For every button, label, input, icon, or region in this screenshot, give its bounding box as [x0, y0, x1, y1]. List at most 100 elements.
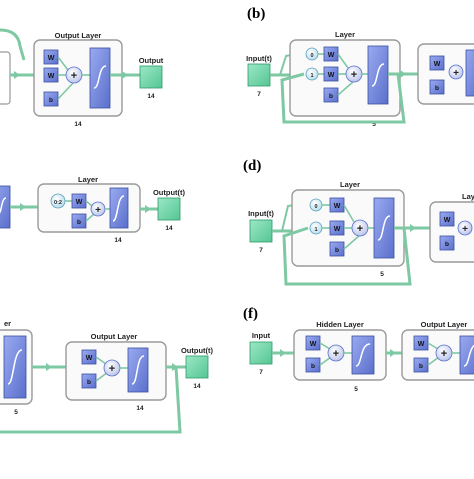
panel-b: (b) Input(t) 7 Layer 0 1 W W b + 5 W — [246, 6, 474, 128]
bias-label: b — [311, 363, 315, 370]
bias-label: b — [435, 85, 439, 92]
weight-label: W — [48, 73, 55, 80]
delay-label: 1 — [310, 73, 313, 79]
arrow-icon — [122, 71, 128, 79]
weight-label: W — [76, 199, 83, 206]
output-box — [139, 65, 163, 89]
transfer-function-box — [89, 47, 111, 109]
output-box — [185, 355, 209, 379]
layer-size: 14 — [136, 405, 144, 412]
layer-title-partial: er — [4, 319, 11, 328]
delay-label: 0:2 — [54, 200, 62, 206]
layer-size: 5 — [380, 271, 384, 278]
weight-label: W — [334, 203, 341, 210]
svg-text:+: + — [71, 70, 77, 82]
sigmoid-icon — [377, 215, 391, 241]
weight-box — [439, 211, 455, 227]
layer-size: 14 — [74, 121, 82, 128]
layer-title: Layer — [78, 175, 98, 184]
panel-label-b: (b) — [247, 6, 265, 22]
arrow-icon — [280, 349, 286, 357]
sigmoid-icon — [131, 355, 145, 385]
weight-label: W — [328, 72, 335, 79]
weight-label: W — [418, 341, 425, 348]
panel-e: er 5 Output Layer W b + 14 Output(t) 14 — [0, 319, 214, 434]
input-label: Input(t) — [248, 209, 274, 218]
svg-text:+: + — [453, 68, 459, 79]
feedback-connection — [282, 226, 412, 286]
bias-label: b — [329, 93, 333, 100]
sum-node-icon — [448, 64, 464, 80]
sigmoid-icon — [7, 349, 23, 385]
input-box — [249, 341, 273, 365]
transfer-function-box — [109, 187, 129, 229]
transfer-function-box — [459, 335, 474, 375]
hidden-layer-frame-partial — [0, 51, 11, 105]
svg-text:+: + — [441, 348, 447, 360]
feedback-connection — [280, 72, 406, 124]
weight-label: W — [86, 355, 93, 362]
arrow-icon — [172, 363, 178, 371]
bias-box — [439, 235, 455, 251]
layer2-title-partial: Lay — [462, 192, 474, 201]
sigmoid-icon — [355, 343, 371, 367]
bias-label: b — [77, 219, 81, 226]
sum-node-icon — [457, 220, 473, 236]
output-size: 14 — [147, 93, 155, 100]
transfer-function-box — [465, 49, 474, 97]
sigmoid-icon — [371, 63, 385, 87]
bias-label: b — [419, 363, 423, 370]
sigmoid-icon — [112, 195, 125, 222]
arrow-icon — [410, 224, 416, 232]
bias-label: b — [87, 379, 91, 386]
layer-title: Layer — [340, 180, 360, 189]
bias-label: b — [49, 97, 53, 104]
delay-label: 0 — [314, 204, 317, 210]
output-size: 14 — [165, 225, 173, 232]
bias-box — [429, 79, 445, 95]
panel-label-d: (d) — [243, 158, 261, 174]
input-size: 7 — [259, 247, 263, 254]
layer-size: 5 — [354, 386, 358, 393]
weight-label: W — [48, 55, 55, 62]
weight-label: W — [434, 61, 441, 68]
layer-size: 14 — [114, 237, 122, 244]
input-box — [247, 63, 271, 87]
bias-label: b — [445, 241, 449, 248]
arrow-icon — [14, 71, 20, 79]
weight-label: W — [444, 217, 451, 224]
svg-text:+: + — [95, 205, 101, 216]
panel-f: (f) Input 7 Hidden Layer W b + 5 Output … — [243, 306, 474, 393]
output-layer-title: Output Layer — [421, 320, 468, 329]
output-layer-title: Output Layer — [91, 332, 138, 341]
layer-title: Layer — [335, 30, 355, 39]
sigmoid-icon — [463, 344, 474, 367]
output-size: 14 — [193, 383, 201, 390]
feedback-connection — [0, 366, 182, 434]
svg-text:+: + — [351, 69, 357, 81]
bias-label: b — [335, 247, 339, 254]
arrow-icon — [145, 205, 151, 213]
delay-label: 1 — [314, 227, 317, 233]
svg-text:+: + — [462, 224, 468, 235]
layer-size: 5 — [14, 409, 18, 416]
transfer-function-box — [351, 335, 375, 375]
panel-c: Layer 0:2 W b + 14 Output(t) 14 — [0, 175, 186, 244]
arrow-icon — [400, 70, 406, 78]
arrow-icon — [20, 203, 26, 211]
input-size: 7 — [257, 91, 261, 98]
panel-label-f: (f) — [243, 306, 258, 322]
weight-label: W — [328, 52, 335, 59]
output-label: Output(t) — [153, 188, 186, 197]
transfer-function-box — [3, 335, 27, 399]
delay-label: 0 — [310, 53, 313, 59]
input-size: 7 — [259, 369, 263, 376]
sigmoid-icon — [93, 65, 107, 89]
hidden-layer-title: Hidden Layer — [316, 320, 364, 329]
input-box — [249, 219, 273, 243]
output-layer-title: Output Layer — [55, 31, 102, 40]
arrow-icon — [390, 349, 396, 357]
svg-text:+: + — [109, 363, 115, 375]
output-label: Output — [139, 56, 164, 65]
weight-label: W — [334, 226, 341, 233]
